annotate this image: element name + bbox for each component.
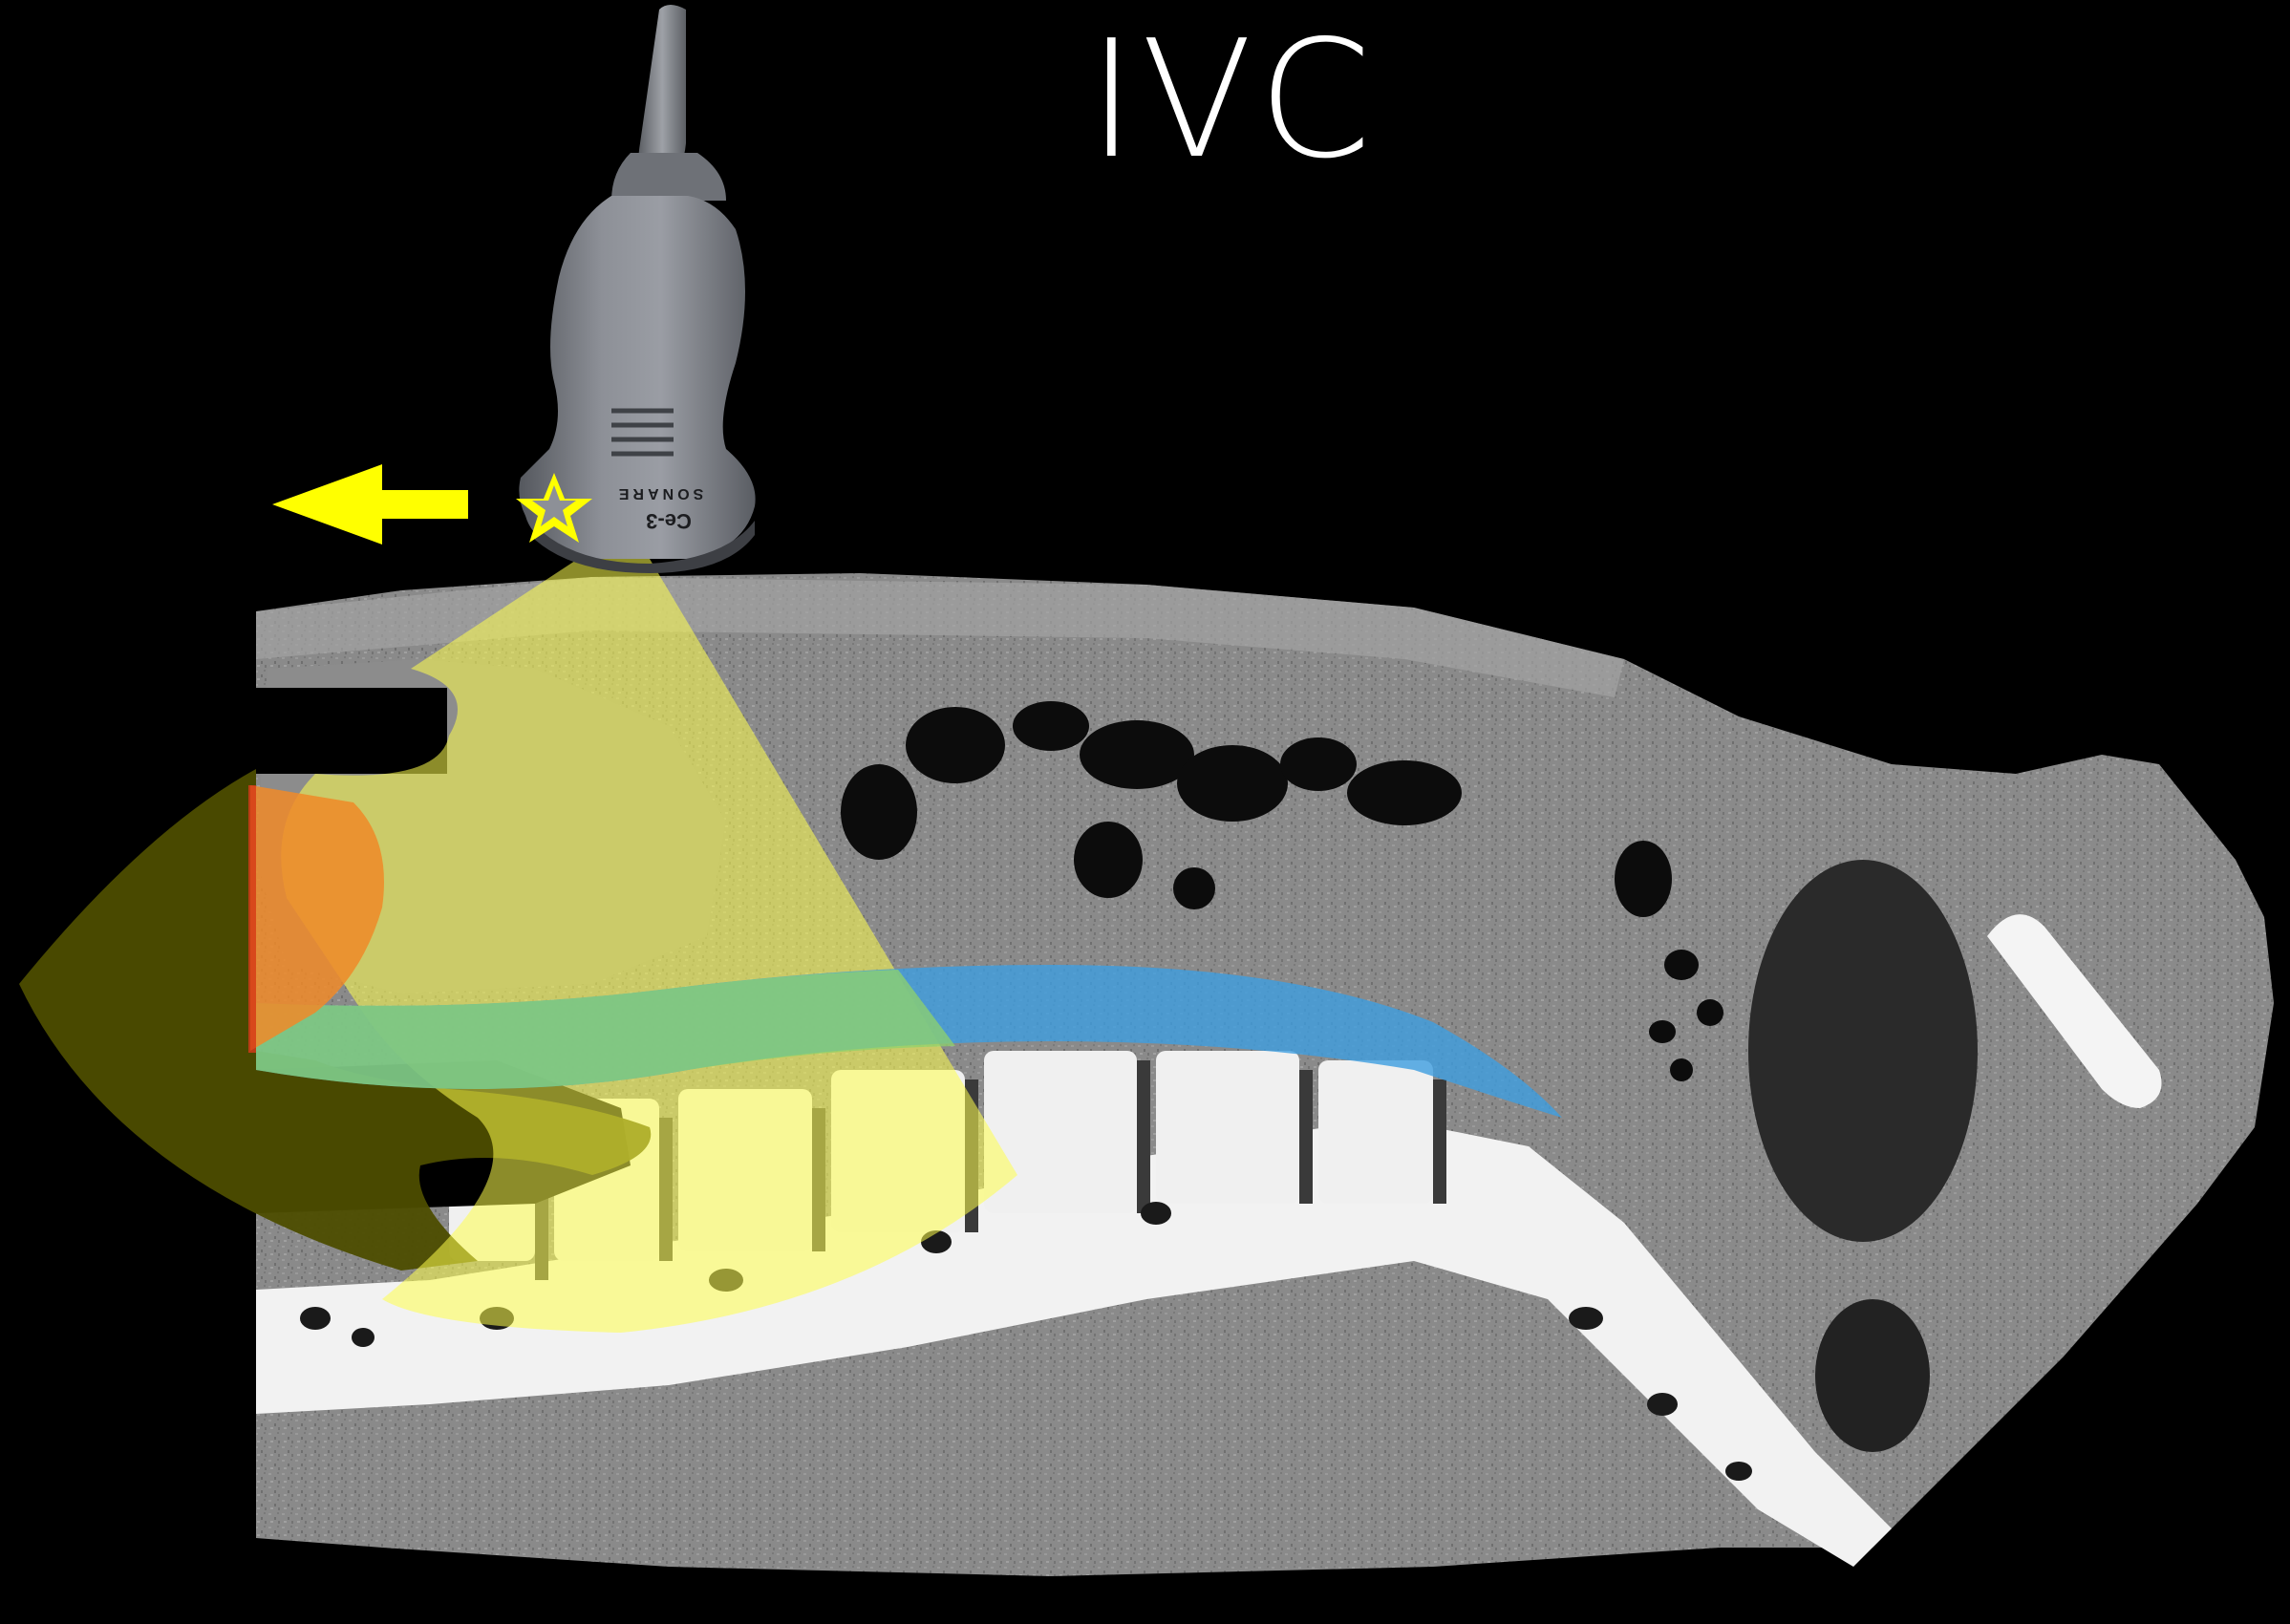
probe-model-label: Ce-3: [646, 509, 692, 533]
arrow-left-icon: [272, 464, 468, 545]
figure-title: IVC: [1070, 10, 1395, 191]
heart-edge: [248, 785, 256, 1053]
probe-brand-label: SONARE: [615, 485, 703, 502]
